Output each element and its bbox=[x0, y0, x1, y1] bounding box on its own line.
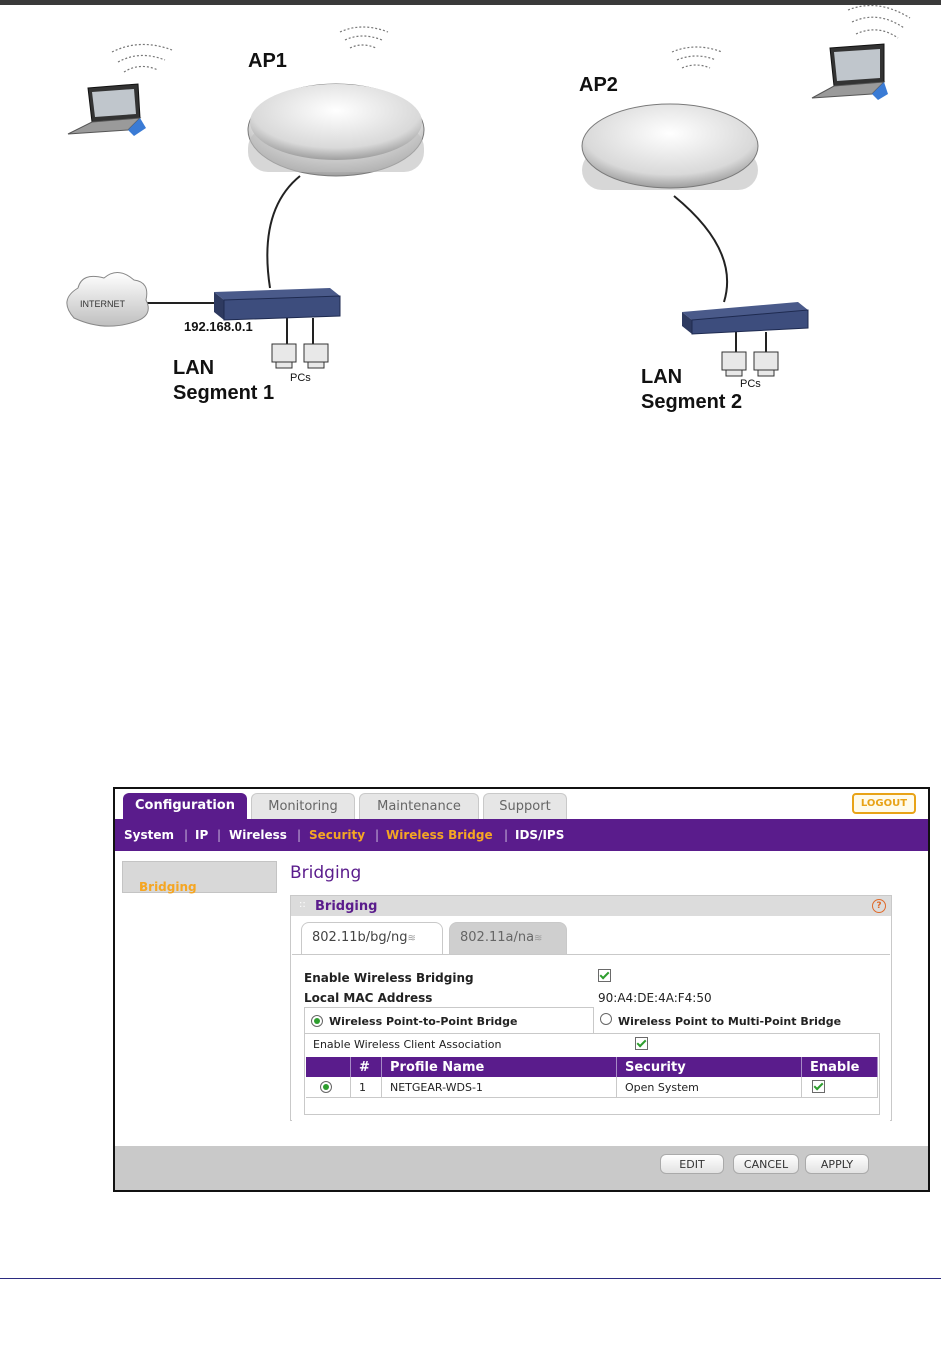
mode-p2mp-radio[interactable] bbox=[600, 1013, 612, 1025]
subnav-ids-ips[interactable]: IDS/IPS bbox=[515, 828, 565, 842]
bridging-panel: :: Bridging ? 802.11b/bg/ng≋ 802.11a/na≋… bbox=[290, 895, 892, 1121]
table-header-select bbox=[306, 1057, 351, 1077]
sub-nav-bar: System | IP | Wireless | Security | Wire… bbox=[115, 819, 928, 851]
local-mac-label: Local MAC Address bbox=[304, 991, 433, 1005]
row-profile-name: NETGEAR-WDS-1 bbox=[381, 1077, 617, 1098]
laptop-icon bbox=[67, 83, 146, 136]
subnav-system[interactable]: System bbox=[124, 828, 174, 842]
client-assoc-label: Enable Wireless Client Association bbox=[313, 1038, 502, 1051]
ap1-cable bbox=[266, 175, 301, 289]
local-mac-value: 90:A4:DE:4A:F4:50 bbox=[598, 991, 712, 1005]
tab-radio-ana[interactable]: 802.11a/na≋ bbox=[449, 922, 567, 954]
tab-configuration[interactable]: Configuration bbox=[123, 793, 247, 819]
logout-button[interactable]: LOGOUT bbox=[852, 793, 916, 814]
row-enable-checkbox[interactable] bbox=[812, 1080, 825, 1093]
p2p-settings-box: Enable Wireless Client Association # Pro… bbox=[304, 1033, 880, 1115]
network-diagram bbox=[66, 4, 911, 377]
table-header-num: # bbox=[350, 1057, 382, 1077]
internet-cloud-icon bbox=[66, 272, 149, 327]
apply-button[interactable]: APPLY bbox=[805, 1154, 869, 1174]
internet-label: INTERNET bbox=[80, 299, 125, 309]
enable-bridging-checkbox[interactable] bbox=[598, 969, 611, 982]
pc-icon bbox=[271, 343, 779, 377]
pcs-label: PCs bbox=[740, 378, 761, 390]
mode-p2p-radio[interactable] bbox=[311, 1015, 323, 1027]
row-select-radio[interactable] bbox=[320, 1081, 332, 1093]
sidebar-item-label: Bridging bbox=[139, 880, 197, 894]
wifi-waves-icon bbox=[111, 4, 911, 73]
main-tab-bar: Configuration Monitoring Maintenance Sup… bbox=[115, 789, 928, 819]
panel-title: Bridging bbox=[315, 899, 378, 914]
enable-bridging-label: Enable Wireless Bridging bbox=[304, 971, 474, 985]
bridging-form: Enable Wireless Bridging Local MAC Addre… bbox=[292, 954, 890, 1121]
tab-radio-ana-label: 802.11a/na bbox=[460, 930, 535, 945]
table-header-security: Security bbox=[616, 1057, 802, 1077]
subnav-separator: | bbox=[184, 828, 189, 842]
subnav-wireless-bridge[interactable]: Wireless Bridge bbox=[386, 828, 493, 842]
subnav-ip[interactable]: IP bbox=[195, 828, 209, 842]
page-title: Bridging bbox=[290, 863, 362, 883]
access-point-icon bbox=[247, 83, 425, 177]
mode-p2mp-label: Wireless Point to Multi-Point Bridge bbox=[618, 1015, 842, 1028]
laptop-icon bbox=[811, 43, 888, 100]
ap1-label: AP1 bbox=[248, 50, 287, 72]
row-number: 1 bbox=[350, 1077, 382, 1098]
help-icon[interactable]: ? bbox=[872, 899, 886, 913]
ap2-cable bbox=[673, 195, 729, 303]
subnav-separator: | bbox=[297, 828, 302, 842]
table-header-enable: Enable bbox=[801, 1057, 878, 1077]
ap2-label: AP2 bbox=[579, 74, 618, 96]
tab-support[interactable]: Support bbox=[483, 793, 567, 819]
drag-grip-icon: :: bbox=[299, 899, 306, 910]
edit-button[interactable]: EDIT bbox=[660, 1154, 724, 1174]
lan1-label-line1: LAN bbox=[173, 357, 215, 379]
tab-monitoring[interactable]: Monitoring bbox=[251, 793, 355, 819]
subnav-separator: | bbox=[375, 828, 380, 842]
cancel-button[interactable]: CANCEL bbox=[733, 1154, 799, 1174]
switch-icon bbox=[214, 288, 341, 321]
wifi-icon: ≋ bbox=[407, 933, 416, 944]
lan2-label-line1: LAN bbox=[641, 366, 683, 388]
panel-header: :: Bridging ? bbox=[291, 896, 891, 916]
page-bottom-rule bbox=[0, 1278, 941, 1279]
subnav-security[interactable]: Security bbox=[309, 828, 366, 842]
lan1-label-line2: Segment 1 bbox=[173, 382, 275, 404]
switch-icon bbox=[682, 302, 809, 335]
bridging-screenshot: Configuration Monitoring Maintenance Sup… bbox=[113, 787, 930, 1192]
subnav-separator: | bbox=[217, 828, 222, 842]
sidebar-item-bridging[interactable]: › Bridging bbox=[122, 861, 277, 894]
row-security: Open System bbox=[616, 1077, 802, 1098]
wifi-icon: ≋ bbox=[534, 933, 543, 944]
profile-table: # Profile Name Security Enable 1 NETGEAR… bbox=[306, 1057, 878, 1098]
row-select-cell bbox=[306, 1077, 351, 1098]
tab-radio-bgn[interactable]: 802.11b/bg/ng≋ bbox=[301, 922, 443, 954]
table-header-row: # Profile Name Security Enable bbox=[306, 1057, 878, 1077]
ip-address-label: 192.168.0.1 bbox=[184, 319, 253, 334]
access-point-icon bbox=[581, 103, 759, 190]
table-header-profile: Profile Name bbox=[381, 1057, 617, 1077]
subnav-separator: | bbox=[504, 828, 509, 842]
pcs-label: PCs bbox=[290, 372, 311, 384]
table-row[interactable]: 1 NETGEAR-WDS-1 Open System bbox=[306, 1077, 878, 1098]
row-enable-cell bbox=[801, 1077, 878, 1098]
client-assoc-checkbox[interactable] bbox=[635, 1037, 648, 1050]
tab-radio-bgn-label: 802.11b/bg/ng bbox=[312, 930, 408, 945]
mode-p2p-tab[interactable]: Wireless Point-to-Point Bridge bbox=[304, 1007, 594, 1033]
switch1-cables bbox=[286, 318, 314, 348]
chevron-right-icon: › bbox=[139, 880, 144, 894]
tab-maintenance[interactable]: Maintenance bbox=[359, 793, 479, 819]
mode-p2p-label: Wireless Point-to-Point Bridge bbox=[329, 1015, 518, 1028]
action-bar: EDIT CANCEL APPLY bbox=[115, 1146, 928, 1190]
switch2-cables bbox=[735, 332, 767, 352]
page-top-rule bbox=[0, 0, 941, 5]
subnav-wireless[interactable]: Wireless bbox=[229, 828, 287, 842]
content-area: › Bridging Bridging :: Bridging ? 802.11… bbox=[115, 851, 928, 1146]
lan2-label-line2: Segment 2 bbox=[641, 391, 743, 413]
